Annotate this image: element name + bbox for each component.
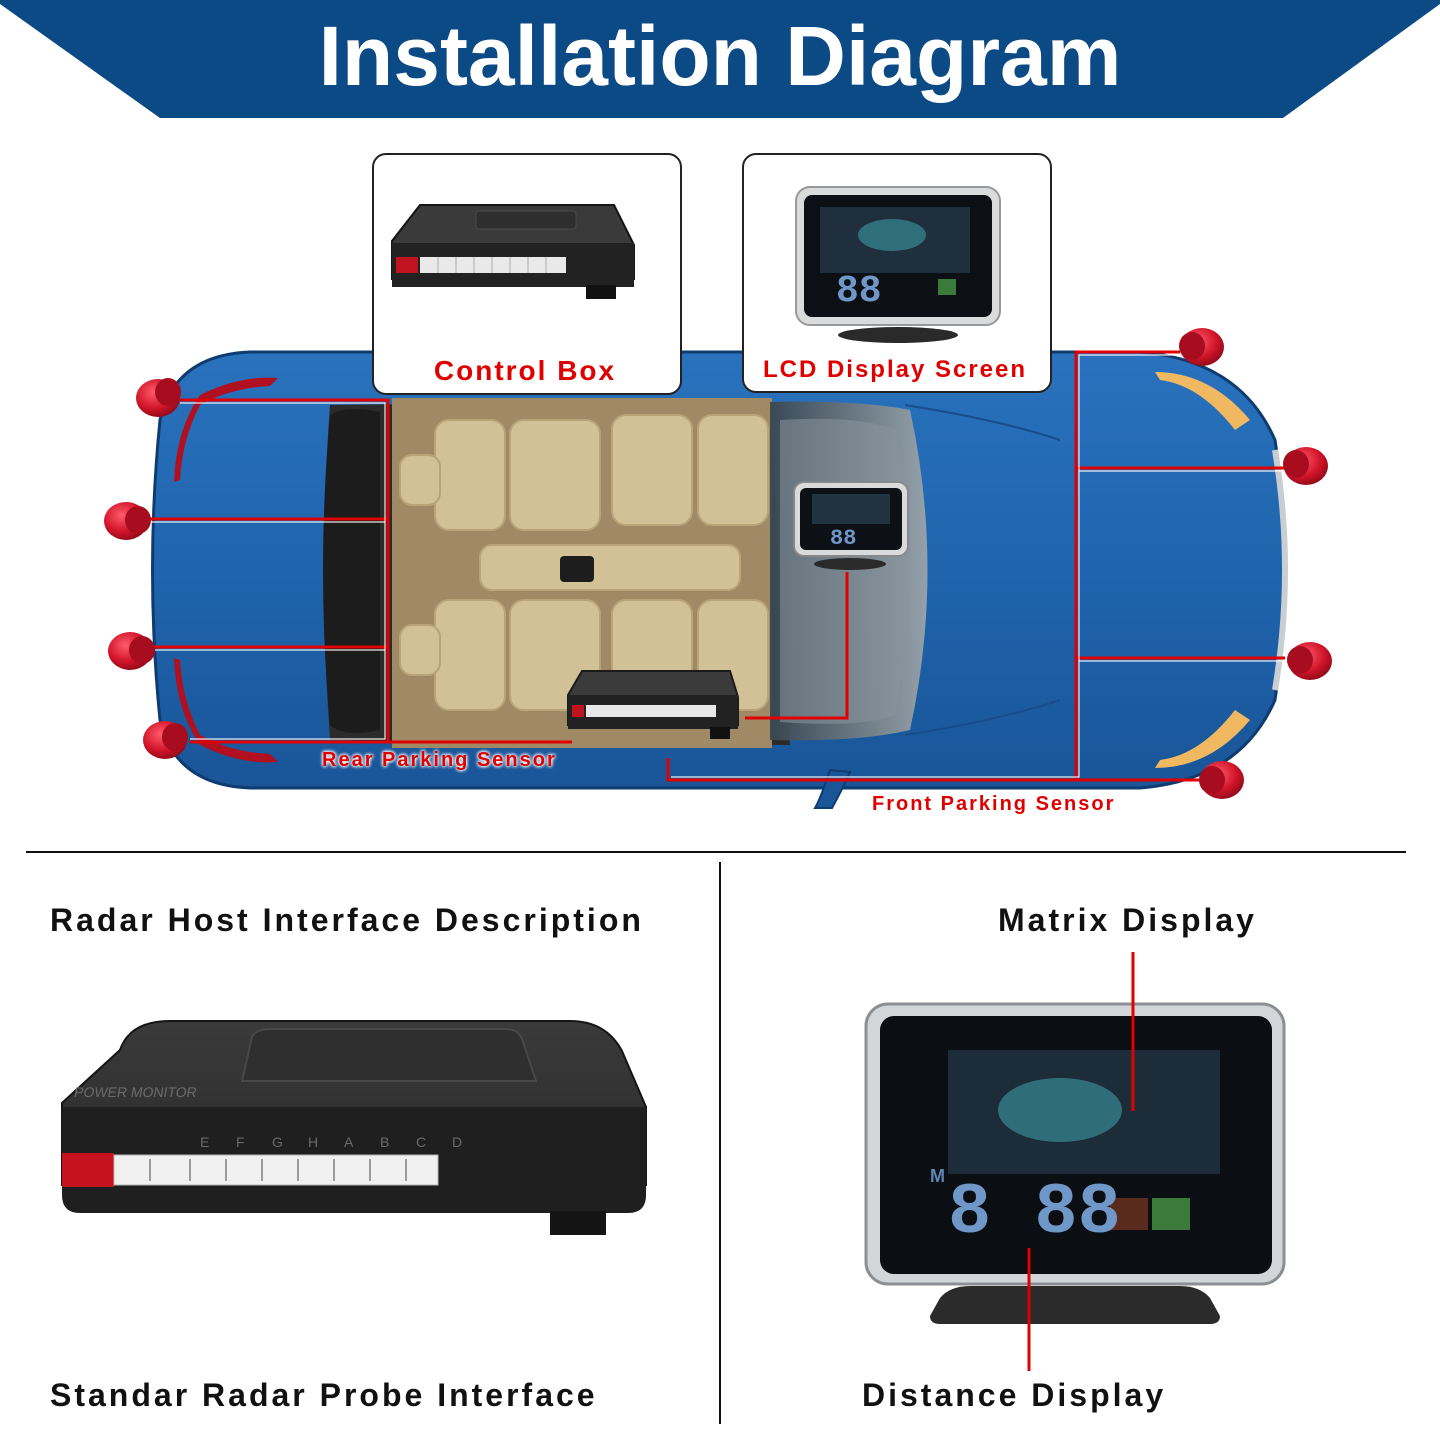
- title-banner: [0, 0, 1440, 118]
- wiring-lines: [150, 350, 1285, 782]
- vertical-divider: [719, 862, 721, 1424]
- car-top-view-icon: [151, 350, 1288, 809]
- lcd-display-icon: 88: [795, 186, 1001, 343]
- parking-sensor-icon: [104, 502, 151, 540]
- svg-text:88: 88: [836, 270, 882, 313]
- port-letter-h: H: [308, 1134, 318, 1150]
- page-title: Installation Diagram: [318, 9, 1122, 103]
- lcd-display-icon: M 8 88: [864, 1002, 1286, 1324]
- parking-sensor-icon: [1179, 328, 1224, 366]
- svg-text:88: 88: [830, 526, 856, 551]
- parking-sensor-icon: [136, 378, 181, 417]
- control-box-icon: [567, 670, 739, 739]
- port-letter-c: C: [416, 1134, 426, 1150]
- port-letter-e: E: [200, 1134, 209, 1150]
- rear-parking-sensor-label: Rear Parking Sensor: [322, 749, 557, 771]
- control-box-icon: POWER MONITOR E F G H A B C D: [61, 1020, 647, 1235]
- matrix-display-title: Matrix Display: [998, 902, 1257, 938]
- port-letter-d: D: [452, 1134, 462, 1150]
- parking-sensor-icon: [1287, 642, 1332, 680]
- port-letter-a: A: [344, 1134, 354, 1150]
- parking-sensor-icon: [1283, 447, 1328, 485]
- front-parking-sensor-label: Front Parking Sensor: [872, 793, 1116, 815]
- parking-sensor-icon: [108, 632, 155, 670]
- radar-host-title: Radar Host Interface Description: [50, 902, 644, 938]
- port-letter-b: B: [380, 1134, 389, 1150]
- distance-display-title: Distance Display: [862, 1377, 1167, 1413]
- parking-sensor-icon: [1199, 761, 1244, 799]
- control-box-label: Control Box: [433, 355, 617, 386]
- port-letter-f: F: [236, 1134, 245, 1150]
- svg-text:8 88: 8 88: [948, 1172, 1121, 1254]
- horizontal-divider: [26, 851, 1406, 853]
- parking-sensor-icon: [143, 721, 188, 759]
- callout-lines: [1027, 952, 1135, 1371]
- control-box-card: [372, 153, 682, 395]
- parking-sensors: [104, 328, 1332, 799]
- lcd-display-icon: 88: [793, 481, 909, 570]
- port-print-text: POWER MONITOR: [73, 1084, 198, 1100]
- port-letter-g: G: [272, 1134, 283, 1150]
- lcd-display-screen-label: LCD Display Screen: [762, 356, 1028, 383]
- probe-interface-title: Standar Radar Probe Interface: [50, 1377, 598, 1413]
- control-box-icon: [391, 204, 635, 299]
- svg-text:M: M: [930, 1166, 945, 1186]
- lcd-display-card: 88: [742, 153, 1052, 393]
